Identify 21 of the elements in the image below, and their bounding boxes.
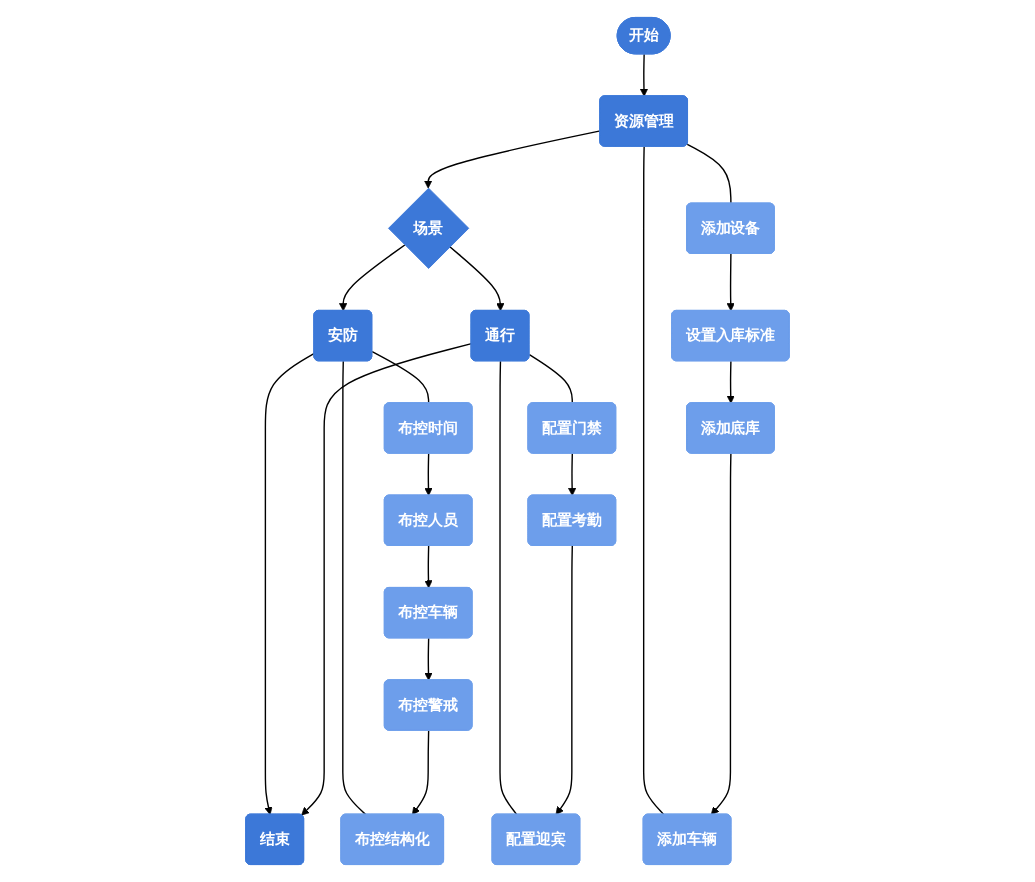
arrow [339,244,406,312]
arrow [424,130,601,189]
arrow [424,545,433,589]
arrow [411,729,430,815]
arrow [424,452,433,496]
arrow [726,360,735,404]
arrow [424,637,433,681]
connector [342,360,367,816]
arrow [301,342,473,816]
arrow [555,545,573,815]
connector [642,145,665,816]
arrow [726,253,735,312]
arrow [449,246,505,312]
connector [686,143,732,205]
arrow [710,452,732,815]
arrow [639,53,649,97]
connector [371,351,430,404]
connector [499,360,518,816]
connector [528,353,573,404]
node-diamond: 场景 [388,187,470,269]
arrow [568,452,577,496]
